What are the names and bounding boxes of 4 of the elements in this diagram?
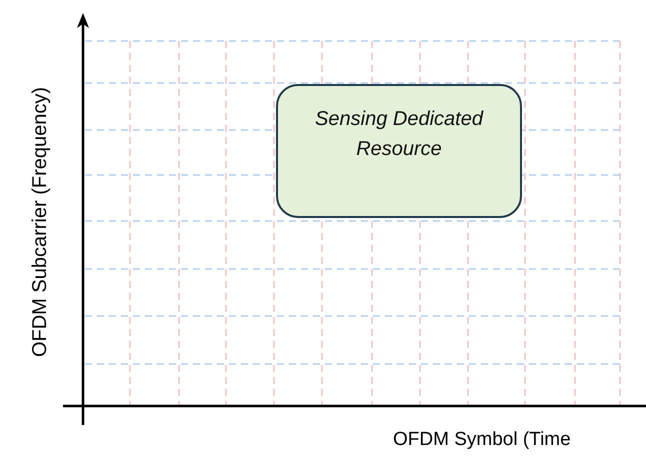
block-label: Sensing Dedicated Resource <box>314 107 484 162</box>
resource-block <box>276 84 522 218</box>
axis-label: OFDM Symbol (Time <box>393 428 571 452</box>
axis-label: OFDM Subcarrier (Frequency) <box>28 86 52 358</box>
